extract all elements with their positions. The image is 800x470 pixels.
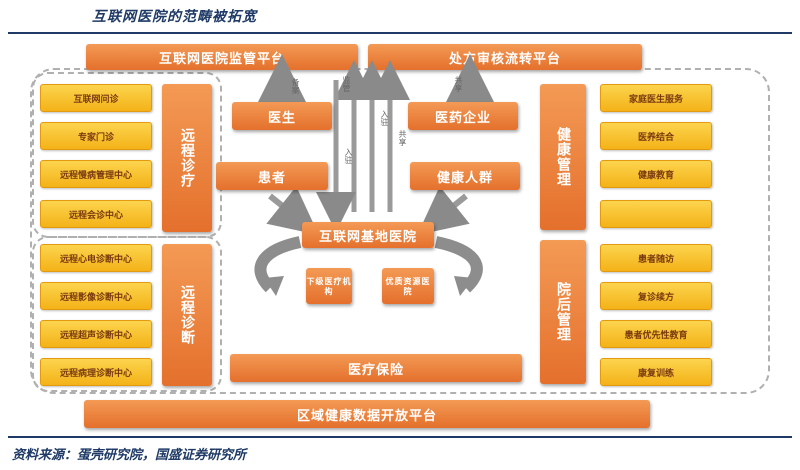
quality-resource-node: 优质资源医院: [382, 268, 434, 304]
left-item-7: 远程超声诊断中心: [40, 320, 152, 348]
patient-node: 患者: [216, 162, 328, 190]
label-supervise: 监管: [342, 76, 351, 92]
healthy-node: 健康人群: [410, 162, 520, 190]
left-item-5: 远程心电诊断中心: [40, 244, 152, 272]
figure-title: 互联网医院的范畴被拓宽: [92, 9, 257, 25]
cycle-arrowhead-left: [264, 276, 284, 296]
left-item-6: 远程影像诊断中心: [40, 282, 152, 310]
doctor-node: 医生: [232, 102, 332, 130]
remote-consult-label: 远程诊疗: [162, 84, 212, 232]
arrow-patient-hub: [266, 186, 319, 235]
data-platform-bar: 区域健康数据开放平台: [84, 400, 650, 428]
pharma-node: 医药企业: [408, 102, 518, 130]
bottom-rule: [8, 436, 792, 438]
source-note: 资料来源：蛋壳研究院，国盛证券研究所: [12, 448, 247, 463]
lower-institution-node: 下级医疗机构: [306, 268, 352, 304]
label-share-1: 共享: [398, 130, 407, 146]
cycle-arrow-right: [434, 236, 483, 293]
right-item-1: 家庭医生服务: [600, 84, 712, 112]
left-item-8: 远程病理诊断中心: [40, 358, 152, 386]
left-item-4: 远程会诊中心: [40, 200, 152, 228]
label-enter-1: 入驻: [344, 148, 353, 164]
hub-node: 互联网基地医院: [302, 222, 434, 248]
health-management-label: 健康管理: [540, 84, 586, 230]
right-item-4: [600, 200, 712, 228]
right-item-5: 患者随访: [600, 244, 712, 272]
top-rule: [8, 32, 792, 34]
left-item-1: 互联网问诊: [40, 84, 152, 112]
left-item-2: 专家门诊: [40, 122, 152, 150]
cycle-arrow-left: [254, 236, 302, 293]
label-share-2: 共享: [454, 76, 463, 92]
post-hospital-management-label: 院后管理: [540, 240, 586, 384]
supervision-platform-bar: 互联网医院监管平台: [86, 44, 358, 70]
right-item-8: 康复训练: [600, 358, 712, 386]
left-item-3: 远程慢病管理中心: [40, 160, 152, 188]
remote-diagnosis-group-outline: [32, 236, 222, 392]
label-register: 备案: [291, 78, 300, 94]
cycle-arrowhead-right: [454, 276, 474, 296]
remote-diagnosis-label: 远程诊断: [162, 244, 212, 386]
arrow-healthy-hub: [417, 186, 470, 235]
right-item-7: 患者优先性教育: [600, 320, 712, 348]
label-enter-2: 入驻: [380, 110, 389, 126]
right-item-2: 医养结合: [600, 122, 712, 150]
insurance-bar: 医疗保险: [230, 354, 522, 382]
right-item-6: 复诊续方: [600, 282, 712, 310]
right-item-3: 健康教育: [600, 160, 712, 188]
